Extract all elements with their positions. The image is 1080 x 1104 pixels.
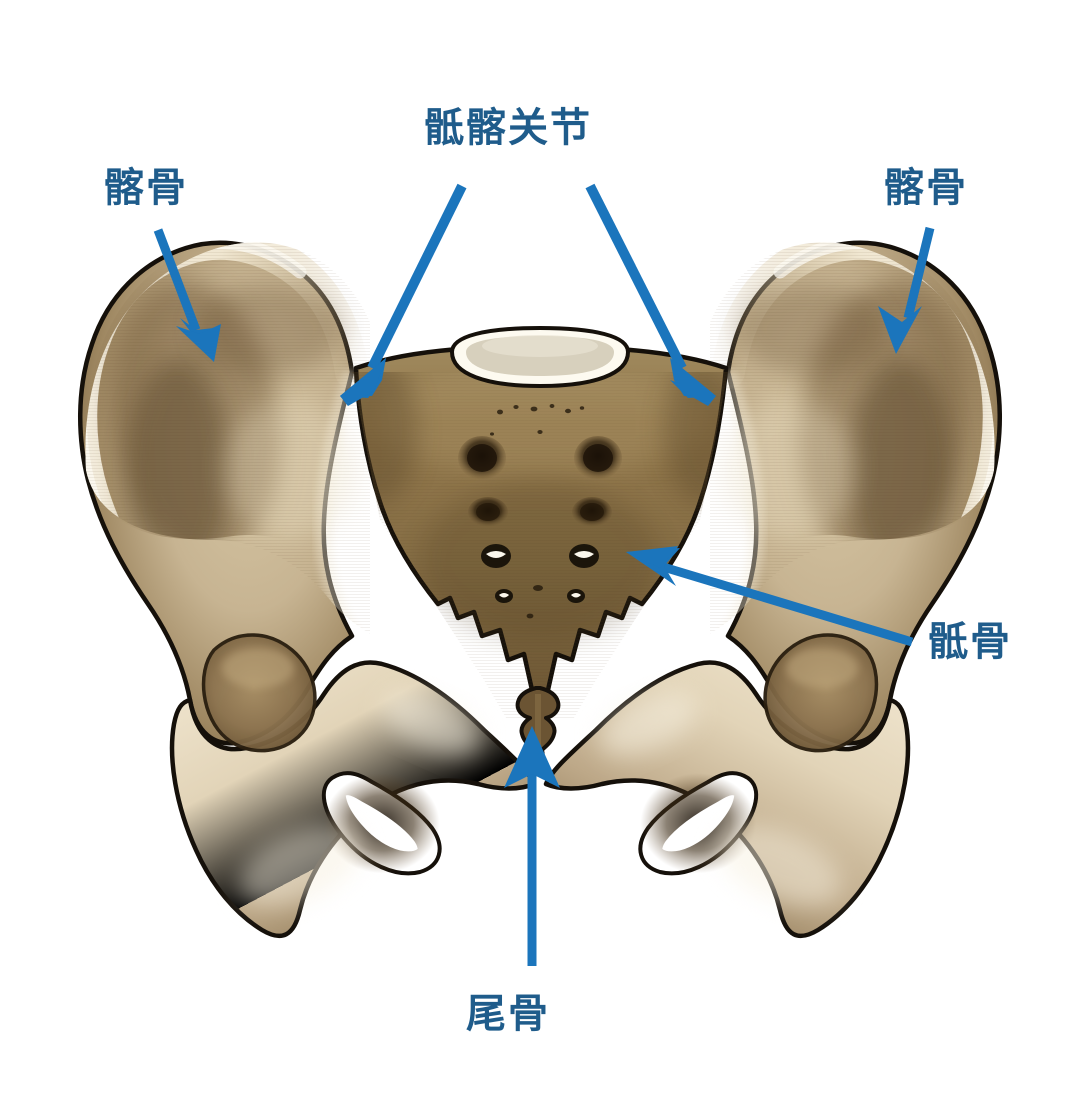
acetabulum-left-rim xyxy=(222,648,294,688)
sacrum-speckles xyxy=(490,404,585,619)
arrow-ilium-left xyxy=(153,228,221,362)
ischial-tuberosity-left-sheen xyxy=(238,824,362,908)
hemipelvis-left xyxy=(78,240,537,939)
pubic-ramus-left-sheen xyxy=(383,692,481,756)
promontory-highlight xyxy=(482,335,598,357)
sacrum-group xyxy=(352,325,729,772)
acetabulum-right-rim xyxy=(786,648,858,688)
pubic-ramus-right-sheen xyxy=(599,692,697,756)
arrow-sacroiliac-left xyxy=(340,183,467,406)
label-sacroiliac-joint: 骶髂关节 xyxy=(424,106,592,150)
ischial-tuberosity-right-sheen xyxy=(718,824,842,908)
obturator-right-shadow xyxy=(618,751,778,896)
arrow-ilium-right xyxy=(878,226,935,354)
label-sacrum: 骶骨 xyxy=(928,620,1012,664)
sacral-foramina xyxy=(458,436,622,603)
label-ilium-left: 髂骨 xyxy=(104,166,188,210)
arrow-coccyx xyxy=(504,726,560,966)
obturator-left-shadow xyxy=(302,751,462,896)
arrow-sacroiliac-right xyxy=(585,183,716,406)
label-coccyx: 尾骨 xyxy=(466,992,550,1036)
label-ilium-right: 髂骨 xyxy=(884,166,968,210)
annotation-arrows xyxy=(153,183,935,966)
arrow-sacrum xyxy=(626,546,914,647)
